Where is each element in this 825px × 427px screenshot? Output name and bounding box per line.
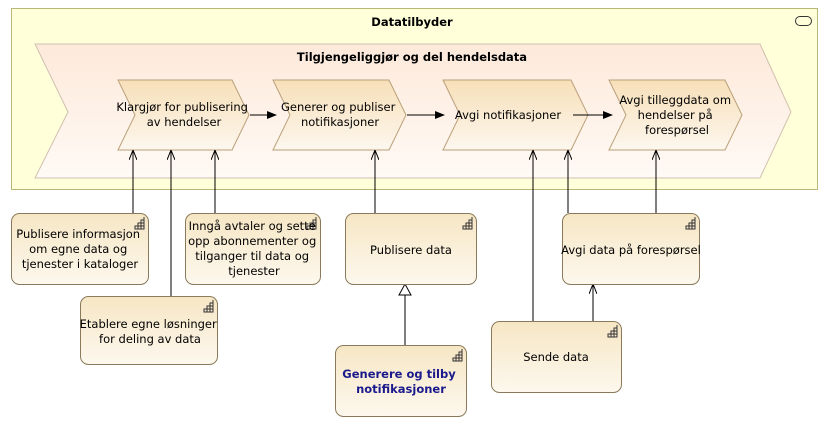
stage-4-label: Avgi tilleggdata om hendelser på forespø… (619, 93, 734, 137)
capability-label: Generere og tilby notifikasjoner (342, 367, 459, 396)
actor-role-icon (795, 16, 812, 26)
stage-4[interactable]: Avgi tilleggdata om hendelser på forespø… (608, 79, 743, 151)
stage-3-label: Avgi notifikasjoner (455, 108, 562, 122)
specialization-relation[interactable] (398, 282, 412, 345)
capability-label: Inngå avtaler og sette opp abonnementer … (188, 219, 320, 278)
stage-2[interactable]: Generer og publiser notifikasjoner (272, 79, 407, 151)
container-title: Datatilbyder (371, 15, 453, 29)
capability-etablere-losninger[interactable]: Etablere egne løsninger for deling av da… (80, 296, 221, 365)
capability-label: Publisere data (370, 243, 452, 257)
capability-label: Avgi data på forespørsel (561, 243, 701, 257)
stage-3[interactable]: Avgi notifikasjoner (442, 79, 589, 151)
capability-inngaa-avtaler[interactable]: Inngå avtaler og sette opp abonnementer … (185, 213, 321, 285)
capability-label: Publisere informasjon om egne data og tj… (16, 227, 144, 271)
stage-1-label: Klargjør for publisering av hendelser (116, 100, 251, 129)
capability-generere-notifikasjoner[interactable]: Generere og tilby notifikasjoner (335, 345, 467, 417)
capability-sende-data[interactable]: Sende data (491, 321, 622, 393)
capability-publisere-informasjon[interactable]: Publisere informasjon om egne data og tj… (11, 213, 149, 285)
capability-publisere-data[interactable]: Publisere data (345, 213, 477, 285)
value-stream-title: Tilgjengeliggjør og del hendelsdata (297, 50, 527, 64)
capability-label: Sende data (523, 350, 589, 364)
stage-1[interactable]: Klargjør for publisering av hendelser (116, 79, 251, 151)
stage-2-label: Generer og publiser notifikasjoner (281, 100, 399, 129)
capability-avgi-data-pa-foresporsel[interactable]: Avgi data på forespørsel (561, 213, 701, 285)
capability-label: Etablere egne løsninger for deling av da… (80, 317, 221, 346)
